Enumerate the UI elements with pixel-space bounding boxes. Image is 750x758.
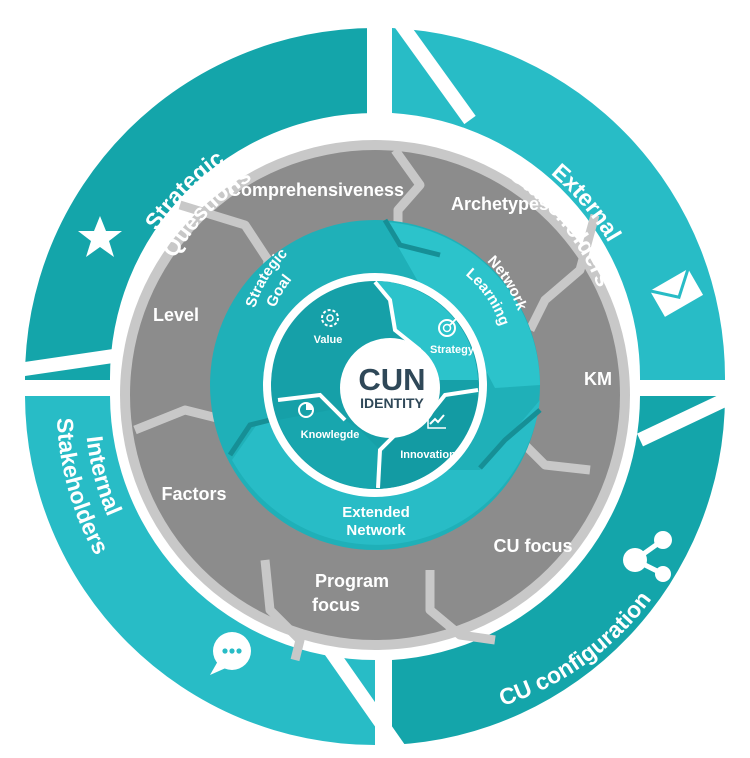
core-label-innovation: Innovation [400, 449, 456, 461]
gear-icon [321, 309, 339, 327]
chat-bubble-icon [210, 632, 251, 675]
mid-label-km: KM [584, 369, 612, 389]
trend-line-icon [427, 412, 446, 429]
outer-segment-internal-stakeholders [25, 396, 375, 745]
target-icon [438, 317, 458, 337]
outer-segment-cu-configuration [392, 396, 725, 745]
center-title: CUN [358, 362, 425, 397]
core-label-strategy: Strategy [430, 344, 475, 356]
outer-segment-strategic-questions [24, 28, 376, 380]
core-label-value: Value [314, 334, 343, 346]
envelope-icon [649, 268, 704, 317]
mid-label-archetypes: Archetypes [451, 194, 549, 214]
core-label-knowledge: Knowlegde [301, 429, 360, 441]
mid-label-focus: focus [312, 595, 360, 615]
center-subtitle: IDENTITY [360, 395, 424, 411]
share-icon [623, 531, 672, 582]
outer-ring [16, 15, 738, 755]
star-icon [78, 216, 122, 257]
inner-label-extended: Extended [342, 504, 410, 521]
mid-label-level: Level [153, 305, 199, 325]
inner-label-extended-network: Network [346, 522, 406, 539]
mid-label-cu-focus: CU focus [493, 536, 572, 556]
mid-label-program: Program [315, 571, 389, 591]
pie-chart-icon [298, 402, 314, 418]
mid-label-comprehensiveness: Comprehensiveness [228, 180, 404, 200]
mid-label-factors: Factors [161, 484, 226, 504]
core [263, 273, 487, 497]
